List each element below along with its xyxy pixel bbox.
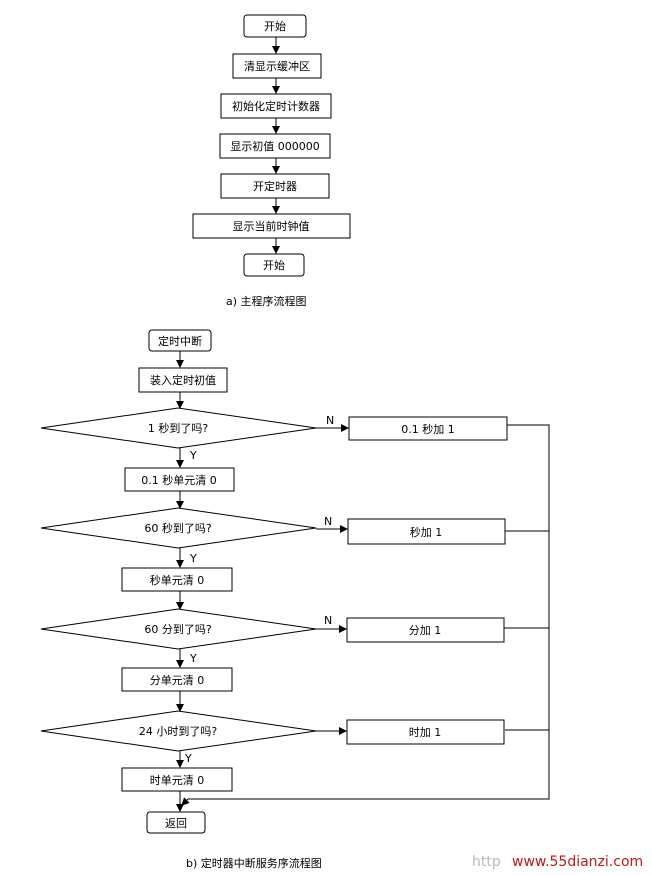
clear-hour-box: 时单元清 0 bbox=[121, 767, 233, 792]
interrupt-entry-label: 定时中断 bbox=[158, 334, 202, 348]
decision-60s-label: 60 秒到了吗? bbox=[144, 521, 211, 535]
main-flowchart: 开始 清显示缓冲区 初始化定时计数器 显示初值 000000 开定时器 显示当前… bbox=[192, 14, 351, 308]
decision-24h-label: 24 小时到了吗? bbox=[139, 725, 217, 738]
add-sec-label: 秒加 1 bbox=[410, 525, 443, 539]
decision-60m-label: 60 分到了吗? bbox=[144, 623, 211, 636]
interrupt-flowchart: 定时中断 装入定时初值 1 秒到了吗? N Y 0.1 秒加 1 0.1 秒单元… bbox=[40, 329, 550, 870]
clear-buffer-box: 清显示缓冲区 bbox=[232, 53, 322, 79]
decision-1s-no-label: N bbox=[326, 414, 334, 427]
decision-60s-no-label: N bbox=[324, 515, 332, 528]
bus-merge-arrow bbox=[181, 797, 190, 806]
decision-60m-no-label: N bbox=[324, 614, 332, 627]
main-end-label: 开始 bbox=[263, 258, 285, 272]
decision-1s-diamond: 1 秒到了吗? bbox=[40, 407, 317, 449]
main-start-terminal: 开始 bbox=[243, 14, 307, 38]
clear-sec-box: 秒单元清 0 bbox=[121, 567, 233, 592]
watermark-site: www.55dianzi.com bbox=[512, 854, 643, 870]
decision-60m-yes-label: Y bbox=[189, 652, 197, 665]
clear-min-label: 分单元清 0 bbox=[150, 674, 205, 687]
add-sec-box: 秒加 1 bbox=[347, 518, 506, 545]
clear-01s-box: 0.1 秒单元清 0 bbox=[124, 467, 235, 492]
watermark: http www.55dianzi.com bbox=[472, 854, 643, 870]
add-01s-label: 0.1 秒加 1 bbox=[401, 422, 455, 436]
decision-1s-label: 1 秒到了吗? bbox=[148, 421, 208, 435]
decision-24h-diamond: 24 小时到了吗? bbox=[40, 710, 317, 752]
clear-min-box: 分单元清 0 bbox=[121, 667, 233, 692]
decision-60s-diamond: 60 秒到了吗? bbox=[40, 507, 317, 549]
add-min-label: 分加 1 bbox=[409, 624, 442, 637]
clear-hour-label: 时单元清 0 bbox=[150, 774, 205, 787]
start-timer-box: 开定时器 bbox=[220, 173, 330, 199]
decision-1s-yes-label: Y bbox=[189, 449, 197, 462]
main-start-label: 开始 bbox=[264, 19, 286, 33]
start-timer-label: 开定时器 bbox=[253, 179, 297, 193]
clear-01s-label: 0.1 秒单元清 0 bbox=[141, 473, 217, 487]
add-hour-box: 时加 1 bbox=[346, 719, 505, 745]
return-bus-line bbox=[188, 424, 550, 800]
decision-60s-yes-label: Y bbox=[189, 552, 197, 565]
add-hour-label: 时加 1 bbox=[409, 726, 442, 739]
clear-buffer-label: 清显示缓冲区 bbox=[244, 59, 310, 73]
add-min-box: 分加 1 bbox=[346, 617, 505, 643]
show-current-box: 显示当前时钟值 bbox=[192, 213, 351, 239]
watermark-prefix: http bbox=[472, 854, 501, 870]
return-terminal: 返回 bbox=[146, 811, 206, 834]
decision-60m-diamond: 60 分到了吗? bbox=[40, 608, 317, 650]
main-caption: a) 主程序流程图 bbox=[226, 294, 307, 308]
init-counter-label: 初始化定时计数器 bbox=[232, 99, 320, 113]
main-end-terminal: 开始 bbox=[243, 253, 305, 277]
clear-sec-label: 秒单元清 0 bbox=[150, 573, 205, 587]
show-current-label: 显示当前时钟值 bbox=[233, 219, 310, 233]
decision-24h-yes-label: Y bbox=[184, 752, 192, 765]
show-initial-label: 显示初值 000000 bbox=[230, 139, 320, 153]
show-initial-box: 显示初值 000000 bbox=[219, 133, 331, 159]
load-initial-label: 装入定时初值 bbox=[150, 373, 216, 387]
return-label: 返回 bbox=[165, 817, 187, 830]
interrupt-caption: b) 定时器中断服务序流程图 bbox=[186, 856, 322, 870]
interrupt-entry-terminal: 定时中断 bbox=[148, 329, 212, 352]
add-01s-box: 0.1 秒加 1 bbox=[348, 416, 508, 441]
load-initial-box: 装入定时初值 bbox=[138, 367, 228, 393]
init-counter-box: 初始化定时计数器 bbox=[220, 93, 332, 119]
